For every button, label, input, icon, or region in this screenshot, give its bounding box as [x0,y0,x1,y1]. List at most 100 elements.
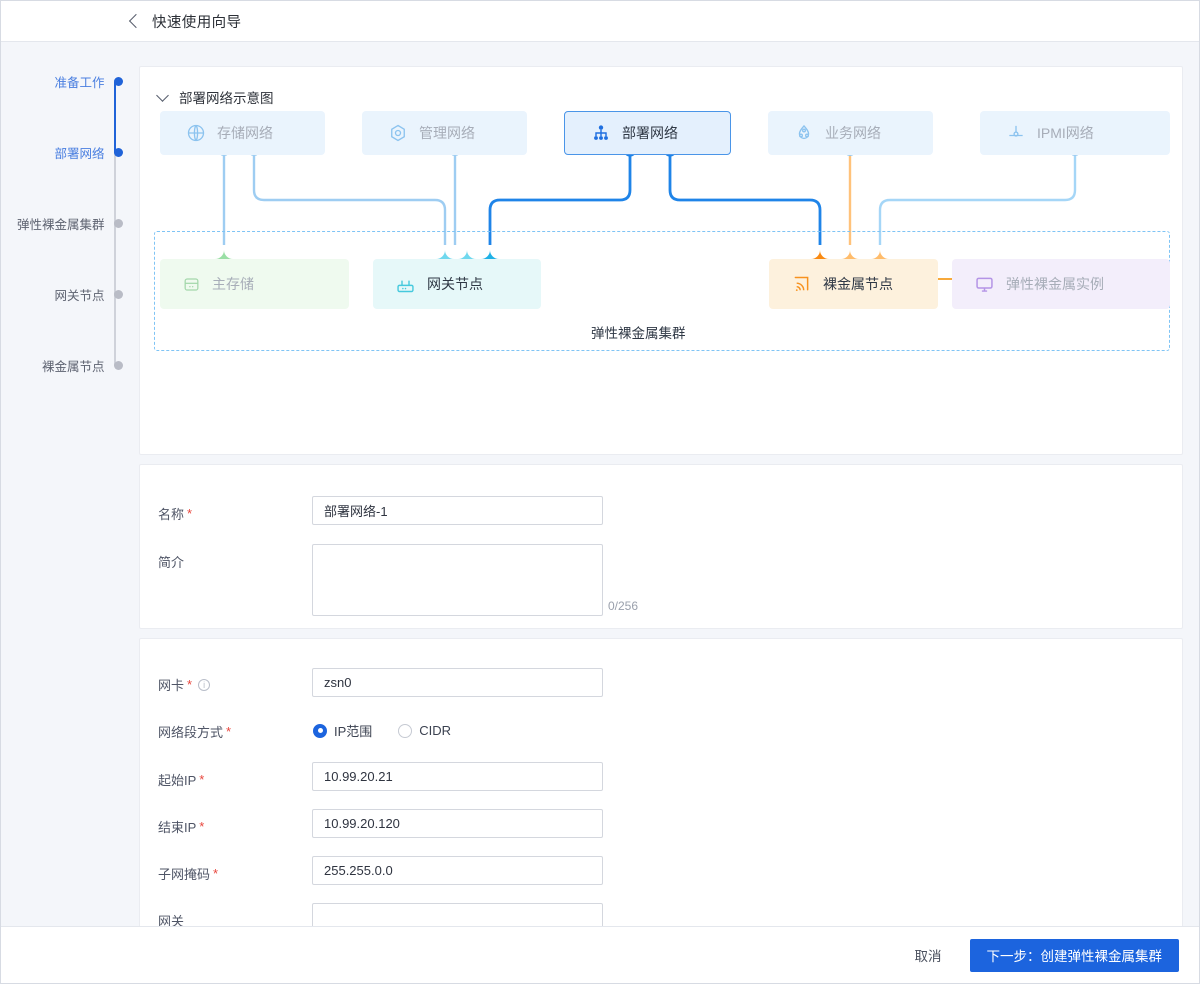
radio-label: IP范围 [334,724,373,739]
resource-box-label: 网关节点 [427,276,483,292]
gateway-label: 网关 [158,911,184,930]
step-dot-icon [113,361,123,370]
nic-input[interactable] [312,668,603,697]
step-label: 网关节点 [54,289,105,303]
sidebar-step-gateway-node[interactable]: 网关节点 [1,285,131,304]
label-text: 简介 [158,555,185,570]
radio-dot-icon [398,723,413,738]
resource-box-elastic-instance[interactable]: 弹性裸金属实例 [952,259,1170,309]
diagram-title: 部署网络示意图 [179,91,274,106]
resource-box-label: 裸金属节点 [823,276,893,292]
sidebar-step-deploy-network[interactable]: 部署网络 [1,143,131,162]
step-connector-1 [114,82,116,153]
cancel-button[interactable]: 取消 [909,944,948,966]
network-box-label: 业务网络 [825,125,881,141]
cluster-label: 弹性裸金属集群 [591,326,686,341]
chevron-left-icon[interactable] [128,13,144,29]
chevron-down-icon[interactable] [156,88,169,102]
network-config-card: 网卡 * i 网络段方式 * IP范围 CIDR [139,638,1183,960]
label-text: 起始IP [158,773,197,788]
step-connector-2 [114,153,116,224]
netmask-input[interactable] [312,856,603,885]
label-text: 网关 [158,914,185,929]
required-marker: * [187,677,193,692]
radio-cidr[interactable]: CIDR [398,723,451,738]
database-icon [184,277,199,291]
basic-info-card: 名称 * 简介 0/256 [139,464,1183,629]
label-text: 子网掩码 [158,867,211,882]
required-marker: * [199,772,205,787]
step-dot-icon [113,148,123,157]
network-box-storage[interactable]: 存储网络 [160,111,325,155]
network-box-label: 部署网络 [622,125,678,141]
label-text: 网络段方式 [158,725,224,740]
diagram-card-header: 部署网络示意图 [140,67,1182,107]
start-ip-label: 起始IP * [158,770,204,789]
start-ip-input[interactable] [312,762,603,791]
name-field-label: 名称 * [158,504,192,523]
network-diagram-card: 部署网络示意图 [139,66,1183,455]
step-label: 部署网络 [54,147,105,161]
radio-ip-range[interactable]: IP范围 [313,721,372,740]
hexagon-target-icon [391,124,405,142]
page-body: 准备工作 部署网络 弹性裸金属集群 网关节点 裸金属节点 [1,42,1199,960]
label-text: 名称 [158,507,185,522]
step-label: 裸金属节点 [41,360,105,374]
step-dot-icon [113,219,123,228]
resource-box-baremetal-node[interactable]: 裸金属节点 [769,259,938,309]
ipmi-node-icon [1009,125,1023,137]
end-ip-label: 结束IP * [158,817,204,836]
network-topology-diagram: 存储网络 管理网络 部署网络 [140,103,1184,453]
nic-field-label: 网卡 * i [158,675,211,694]
sidebar-step-baremetal-cluster[interactable]: 弹性裸金属集群 [1,214,131,233]
network-box-deploy[interactable]: 部署网络 [564,111,731,155]
network-box-business[interactable]: 业务网络 [768,111,933,155]
segment-mode-label: 网络段方式 * [158,722,231,741]
step-connector-4 [114,295,116,366]
label-text: 结束IP [158,820,197,835]
resource-box-primary-storage[interactable]: 主存储 [160,259,349,309]
sidebar-step-preparation[interactable]: 准备工作 [1,72,131,91]
network-box-ipmi[interactable]: IPMI网络 [980,111,1170,155]
network-box-label: 管理网络 [419,125,475,141]
network-box-label: IPMI网络 [1037,125,1094,141]
segment-mode-radio-group: IP范围 CIDR [313,721,451,740]
name-input[interactable] [312,496,603,525]
required-marker: * [187,506,193,521]
required-marker: * [199,819,205,834]
resource-box-label: 主存储 [212,276,254,292]
sidebar-step-baremetal-node[interactable]: 裸金属节点 [1,356,131,375]
wizard-footer: 取消 下一步：创建弹性裸金属集群 [1,926,1199,983]
end-ip-input[interactable] [312,809,603,838]
globe-icon [187,124,205,142]
required-marker: * [226,724,232,739]
info-circle-icon[interactable]: i [198,678,211,691]
page-title: 快速使用向导 [152,14,242,31]
radio-label: CIDR [419,723,452,738]
router-icon [397,280,414,292]
radio-dot-icon [313,723,327,738]
step-dot-icon [113,290,123,299]
description-textarea[interactable] [312,544,603,616]
step-dot-icon [113,77,123,86]
network-box-label: 存储网络 [217,125,273,141]
cloud-nodes-icon [798,124,810,140]
back-button[interactable]: 快速使用向导 [128,11,242,32]
step-label: 准备工作 [54,76,105,90]
network-box-management[interactable]: 管理网络 [362,111,527,155]
monitor-icon [976,277,993,292]
step-label: 弹性裸金属集群 [16,218,105,232]
signal-icon [794,276,809,291]
resource-box-label: 弹性裸金属实例 [1006,276,1104,292]
label-text: 网卡 [158,678,185,693]
description-char-counter: 0/256 [608,599,639,613]
step-connector-3 [114,224,116,295]
top-header-bar: 快速使用向导 [1,1,1199,42]
resource-box-gateway-node[interactable]: 网关节点 [373,259,541,309]
wizard-steps-sidebar: 准备工作 部署网络 弹性裸金属集群 网关节点 裸金属节点 [1,42,131,926]
sitemap-icon [594,125,608,140]
netmask-label: 子网掩码 * [158,864,218,883]
required-marker: * [213,866,219,881]
next-step-button[interactable]: 下一步：创建弹性裸金属集群 [969,938,1179,972]
